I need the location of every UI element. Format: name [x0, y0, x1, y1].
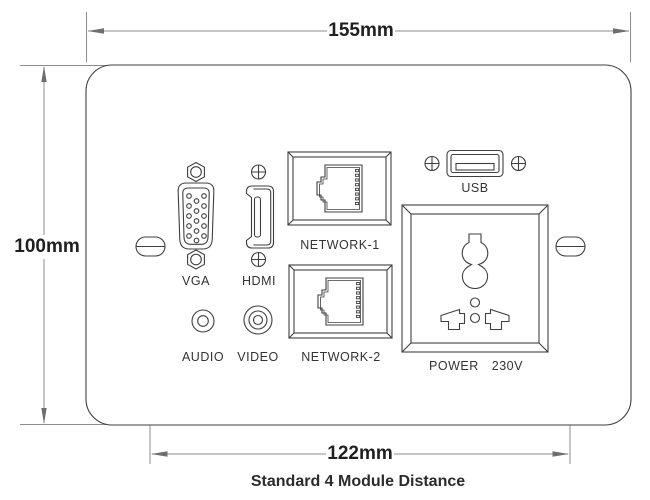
usb-port-label: USB	[461, 181, 489, 195]
video-jack-label: VIDEO	[237, 350, 279, 364]
audio-jack-icon	[191, 309, 215, 333]
height-dimension	[20, 65, 118, 425]
vga-port-label: VGA	[182, 274, 210, 288]
video-jack-icon	[243, 305, 273, 335]
diagram-caption: Standard 4 Module Distance	[250, 473, 466, 490]
height-dimension-label: 100mm	[14, 236, 80, 257]
audio-jack-label: AUDIO	[181, 350, 225, 364]
hex-screw-icon	[187, 249, 205, 270]
arrowhead-right-icon	[613, 28, 630, 34]
arrowhead-left-icon	[87, 28, 104, 34]
phillips-screw-icon	[250, 251, 267, 268]
width-dimension-label: 155mm	[328, 20, 394, 41]
round-pin-hole	[469, 297, 481, 308]
vga-port-icon	[177, 161, 215, 270]
power-socket-label: POWER 230V	[429, 359, 523, 373]
plate-group	[85, 64, 632, 426]
width-dimension	[86, 12, 631, 62]
round-pin-hole	[469, 312, 481, 324]
arrowhead-right-icon	[552, 451, 569, 457]
angled-blade-slot-left	[440, 308, 466, 331]
arrowhead-down-icon	[41, 408, 47, 424]
module-distance-label: 122mm	[327, 443, 393, 464]
hex-screw-icon	[187, 161, 205, 183]
arrowhead-up-icon	[41, 66, 47, 82]
phillips-screw-icon	[510, 155, 527, 172]
earth-pin-slot	[461, 233, 489, 290]
phillips-screw-icon	[424, 155, 440, 172]
vga-pins	[186, 193, 207, 244]
mounting-hole-right	[555, 236, 586, 257]
arrowhead-left-icon	[151, 451, 168, 457]
power-socket-icon	[401, 204, 549, 353]
hdmi-port-label: HDMI	[242, 274, 276, 288]
usb-port-icon	[424, 149, 527, 178]
network1-port-label: NETWORK-1	[300, 238, 380, 252]
angled-blade-slot-right	[484, 308, 510, 331]
phillips-screw-icon	[250, 164, 267, 180]
mounting-hole-left	[135, 236, 166, 257]
hdmi-port-icon	[245, 164, 275, 268]
network2-port-label: NETWORK-2	[301, 350, 381, 364]
